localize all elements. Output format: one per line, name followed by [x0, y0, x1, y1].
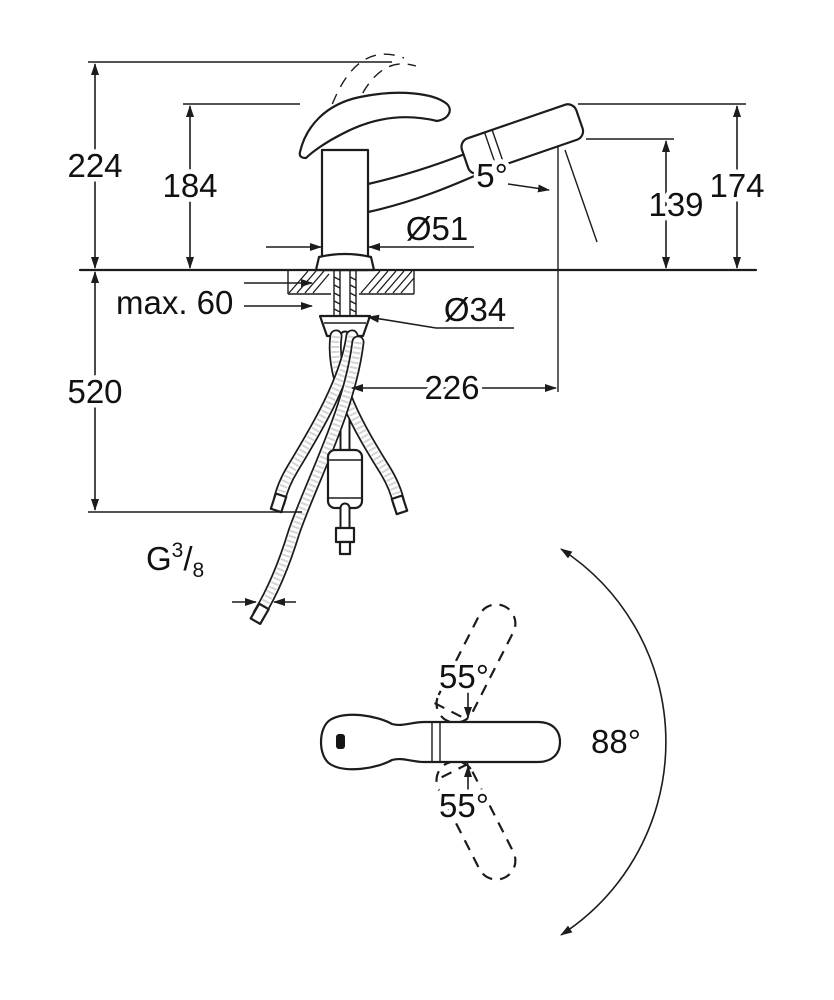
faucet-top-view: 88° 55° 55°: [319, 548, 667, 936]
lever-raised-outline: [325, 53, 405, 123]
label-outlet-height: 139: [648, 186, 703, 223]
dimension-dia34: Ø34: [367, 287, 514, 333]
dimension-184: 184: [158, 103, 300, 269]
dimension-226: 226: [351, 365, 557, 411]
spray-direction-line: [564, 149, 598, 243]
label-thread-size: G3/8: [146, 539, 204, 582]
swivel-arc: [560, 548, 667, 936]
hose-weight: [326, 448, 364, 510]
label-body-diameter: Ø51: [406, 210, 468, 247]
thread-denominator: 8: [193, 559, 205, 582]
hose-fitting: [390, 494, 409, 516]
spout-swivel-lower: [434, 760, 517, 881]
faucet-body: [320, 148, 370, 272]
label-head-height: 174: [709, 167, 764, 204]
hose-fitting: [269, 492, 288, 514]
hose-end-connector: [334, 526, 356, 544]
dimension-g38: G3/8: [142, 535, 296, 606]
spray-head: [460, 103, 585, 175]
label-body-height: 184: [162, 167, 217, 204]
dimension-dia51: Ø51: [266, 206, 474, 252]
lever-raised-outline-inner: [347, 63, 417, 129]
thread-numerator: 3: [172, 539, 184, 562]
spout-swivel-upper: [434, 603, 517, 724]
label-swivel-lower: 55°: [439, 787, 489, 824]
base-flange: [314, 252, 376, 272]
label-hole-diameter: Ø34: [444, 291, 506, 328]
lever-mark: [336, 734, 345, 749]
label-spray-angle: 5°: [476, 157, 508, 194]
hose-fitting: [249, 602, 270, 626]
label-spout-reach: 226: [424, 369, 479, 406]
thread-g: G: [146, 540, 172, 577]
dimension-520: 520: [63, 271, 302, 513]
dimension-max60: max. 60: [112, 279, 313, 326]
label-max-deck-thickness: max. 60: [116, 284, 233, 321]
faucet-lever: [298, 91, 451, 160]
dimension-224: 224: [63, 61, 392, 269]
label-hose-length: 520: [67, 373, 122, 410]
dimension-139: 139: [586, 138, 708, 269]
label-overall-height: 224: [67, 147, 122, 184]
hoses: [249, 329, 409, 626]
threaded-shank: [333, 271, 357, 315]
dimension-5deg: 5°: [472, 153, 550, 199]
hose-end-plug: [338, 540, 352, 556]
dimension-174: 174: [578, 103, 769, 269]
counter-hatch: [288, 270, 415, 294]
label-swivel-total: 88°: [591, 723, 641, 760]
label-swivel-upper: 55°: [439, 658, 489, 695]
